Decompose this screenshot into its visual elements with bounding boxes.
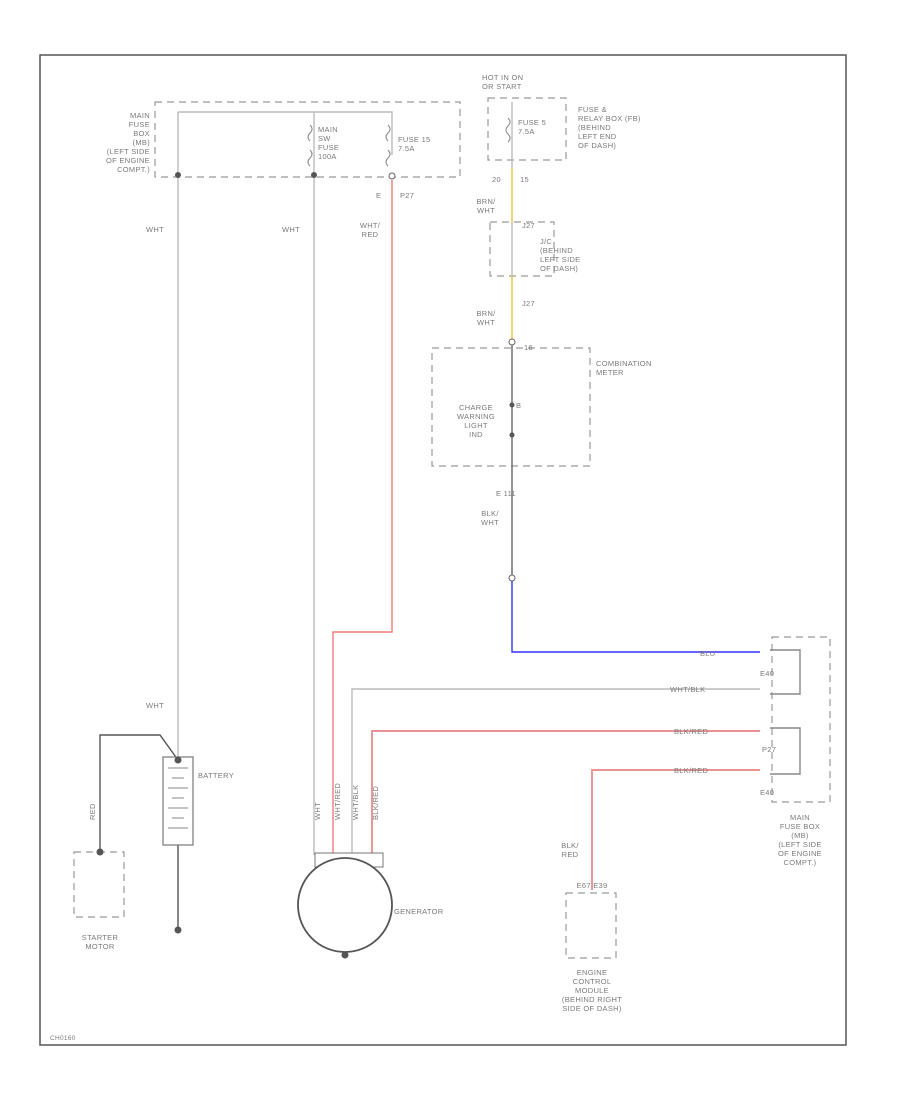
wire-blu bbox=[511, 580, 760, 653]
wire-label-blu: BLU bbox=[700, 649, 716, 658]
connector-terminal bbox=[508, 574, 516, 582]
splice-dot bbox=[311, 172, 317, 178]
splice-dot bbox=[175, 172, 181, 178]
pin-e111: E 111 bbox=[496, 489, 516, 498]
wire-label-brn-wht-1: BRN/WHT bbox=[476, 197, 496, 215]
main-sw-fuse-symbol bbox=[307, 124, 313, 167]
combination-meter-outline bbox=[431, 347, 591, 467]
ground-dot bbox=[341, 951, 349, 959]
pin-e40-bot: E40 bbox=[760, 788, 774, 797]
wire-blk-red-ecm-highlight bbox=[591, 769, 760, 890]
pin-j27-bot: J27 bbox=[522, 299, 535, 308]
label-battery: BATTERY bbox=[198, 771, 234, 780]
connector-terminal bbox=[508, 338, 516, 346]
wire-label-wht-1: WHT bbox=[146, 225, 164, 234]
wire-label-wht-2: WHT bbox=[282, 225, 300, 234]
wire-red-starter bbox=[99, 734, 179, 852]
pin-20: 20 bbox=[492, 175, 501, 184]
pin-e: E bbox=[376, 191, 381, 200]
starter-motor-outline bbox=[73, 851, 125, 918]
splice-dot bbox=[509, 402, 515, 408]
right-connector-bracket bbox=[770, 649, 801, 775]
wire-label-brn-wht-2: BRN/WHT bbox=[476, 309, 496, 327]
main-fuse-box-top-outline bbox=[154, 101, 461, 178]
wire-label-wht-red-top: WHT/RED bbox=[360, 221, 381, 239]
fuse-relay-box-outline bbox=[487, 97, 567, 161]
ecm-outline bbox=[565, 892, 617, 959]
splice-dot bbox=[509, 432, 515, 438]
wire-label-wht-battery: WHT bbox=[146, 701, 164, 710]
pin-p27-top: P27 bbox=[400, 191, 414, 200]
jc-outline bbox=[489, 221, 555, 277]
wire-label-blk-red-2: BLK/RED bbox=[674, 766, 708, 775]
wire-wht-blk bbox=[351, 688, 760, 855]
pin-16: 16 bbox=[524, 343, 533, 352]
label-generator: GENERATOR bbox=[394, 907, 444, 916]
wire-blk-red-gen-highlight bbox=[371, 730, 760, 855]
wire-blk-red-ecm bbox=[591, 769, 760, 890]
diagram-frame bbox=[39, 54, 847, 1046]
wire-main-top-bus bbox=[178, 111, 393, 155]
gen-wire-label-wht-red: WHT/RED bbox=[333, 783, 342, 820]
generator-symbol bbox=[297, 852, 393, 953]
wire-label-wht-blk: WHT/BLK bbox=[670, 685, 705, 694]
pin-p27-mid: P27 bbox=[762, 745, 776, 754]
main-fuse-box-right-outline bbox=[771, 636, 831, 803]
fuse-15-symbol bbox=[385, 124, 391, 167]
wire-label-red: RED bbox=[88, 803, 97, 820]
pin-e40-top: E40 bbox=[760, 669, 774, 678]
wire-label-blk-red-ecm: BLK/RED bbox=[561, 841, 579, 859]
gen-wire-label-wht: WHT bbox=[313, 802, 322, 820]
ground-dot bbox=[174, 926, 182, 934]
gen-wire-label-wht-blk: WHT/BLK bbox=[351, 785, 360, 820]
splice-dot bbox=[96, 848, 104, 856]
wire-blk-red-gen bbox=[371, 730, 760, 855]
splice-dot bbox=[174, 756, 182, 764]
pin-j27-top: J27 bbox=[522, 221, 535, 230]
pin-b: B bbox=[516, 401, 521, 410]
diagram-id: CH0160 bbox=[50, 1035, 76, 1042]
battery-symbol bbox=[162, 756, 194, 846]
wire-wht-red bbox=[332, 180, 393, 855]
connector-terminal bbox=[388, 172, 396, 180]
gen-wire-label-blk-red: BLK/RED bbox=[371, 786, 380, 820]
label-ecm-pins: E67 E39 bbox=[577, 881, 608, 890]
wire-label-blk-red-1: BLK/RED bbox=[674, 727, 708, 736]
pin-15: 15 bbox=[520, 175, 529, 184]
wire-label-blk-wht: BLK/WHT bbox=[481, 509, 499, 527]
fuse5-symbol bbox=[505, 117, 511, 143]
